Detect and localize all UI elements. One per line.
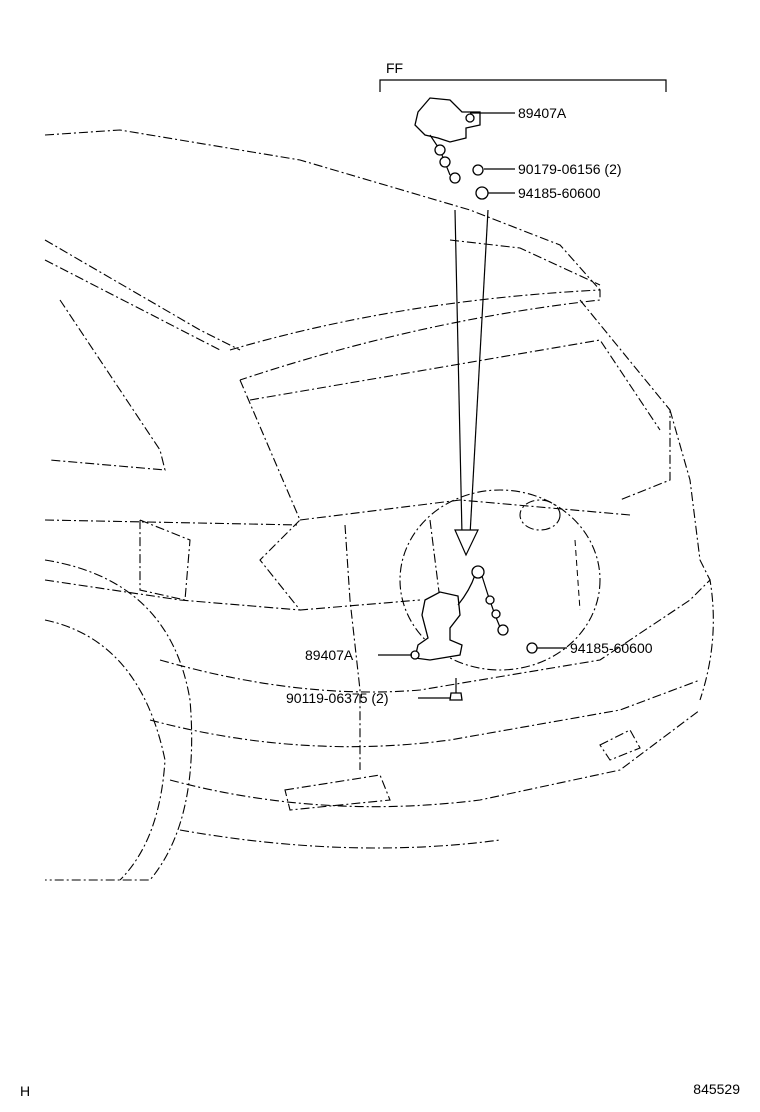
callout-nut2-top: 94185-60600 [518,185,601,201]
leader-lines [378,112,567,699]
nut-bottom-icon [526,642,538,654]
callout-nut-top: 90179-06156 (2) [518,161,622,177]
variant-label: FF [386,60,403,76]
bolt-bottom-icon [449,678,463,701]
diagram-number: 845529 [693,1081,740,1097]
height-sensor-top-icon [414,97,481,184]
callout-sensor-bottom: 89407A [305,647,354,663]
callout-bolt-bottom: 90119-06375 (2) [286,690,388,706]
location-arrow [454,209,489,557]
callout-nut-bottom: 94185-60600 [570,640,653,656]
callout-sensor-top: 89407A [518,105,567,121]
vehicle-outline [44,129,714,881]
nut-top-icon [472,164,489,200]
variant-bracket: FF [379,60,667,92]
height-sensor-bottom-icon [410,565,509,661]
corner-left-label: H [20,1083,31,1099]
